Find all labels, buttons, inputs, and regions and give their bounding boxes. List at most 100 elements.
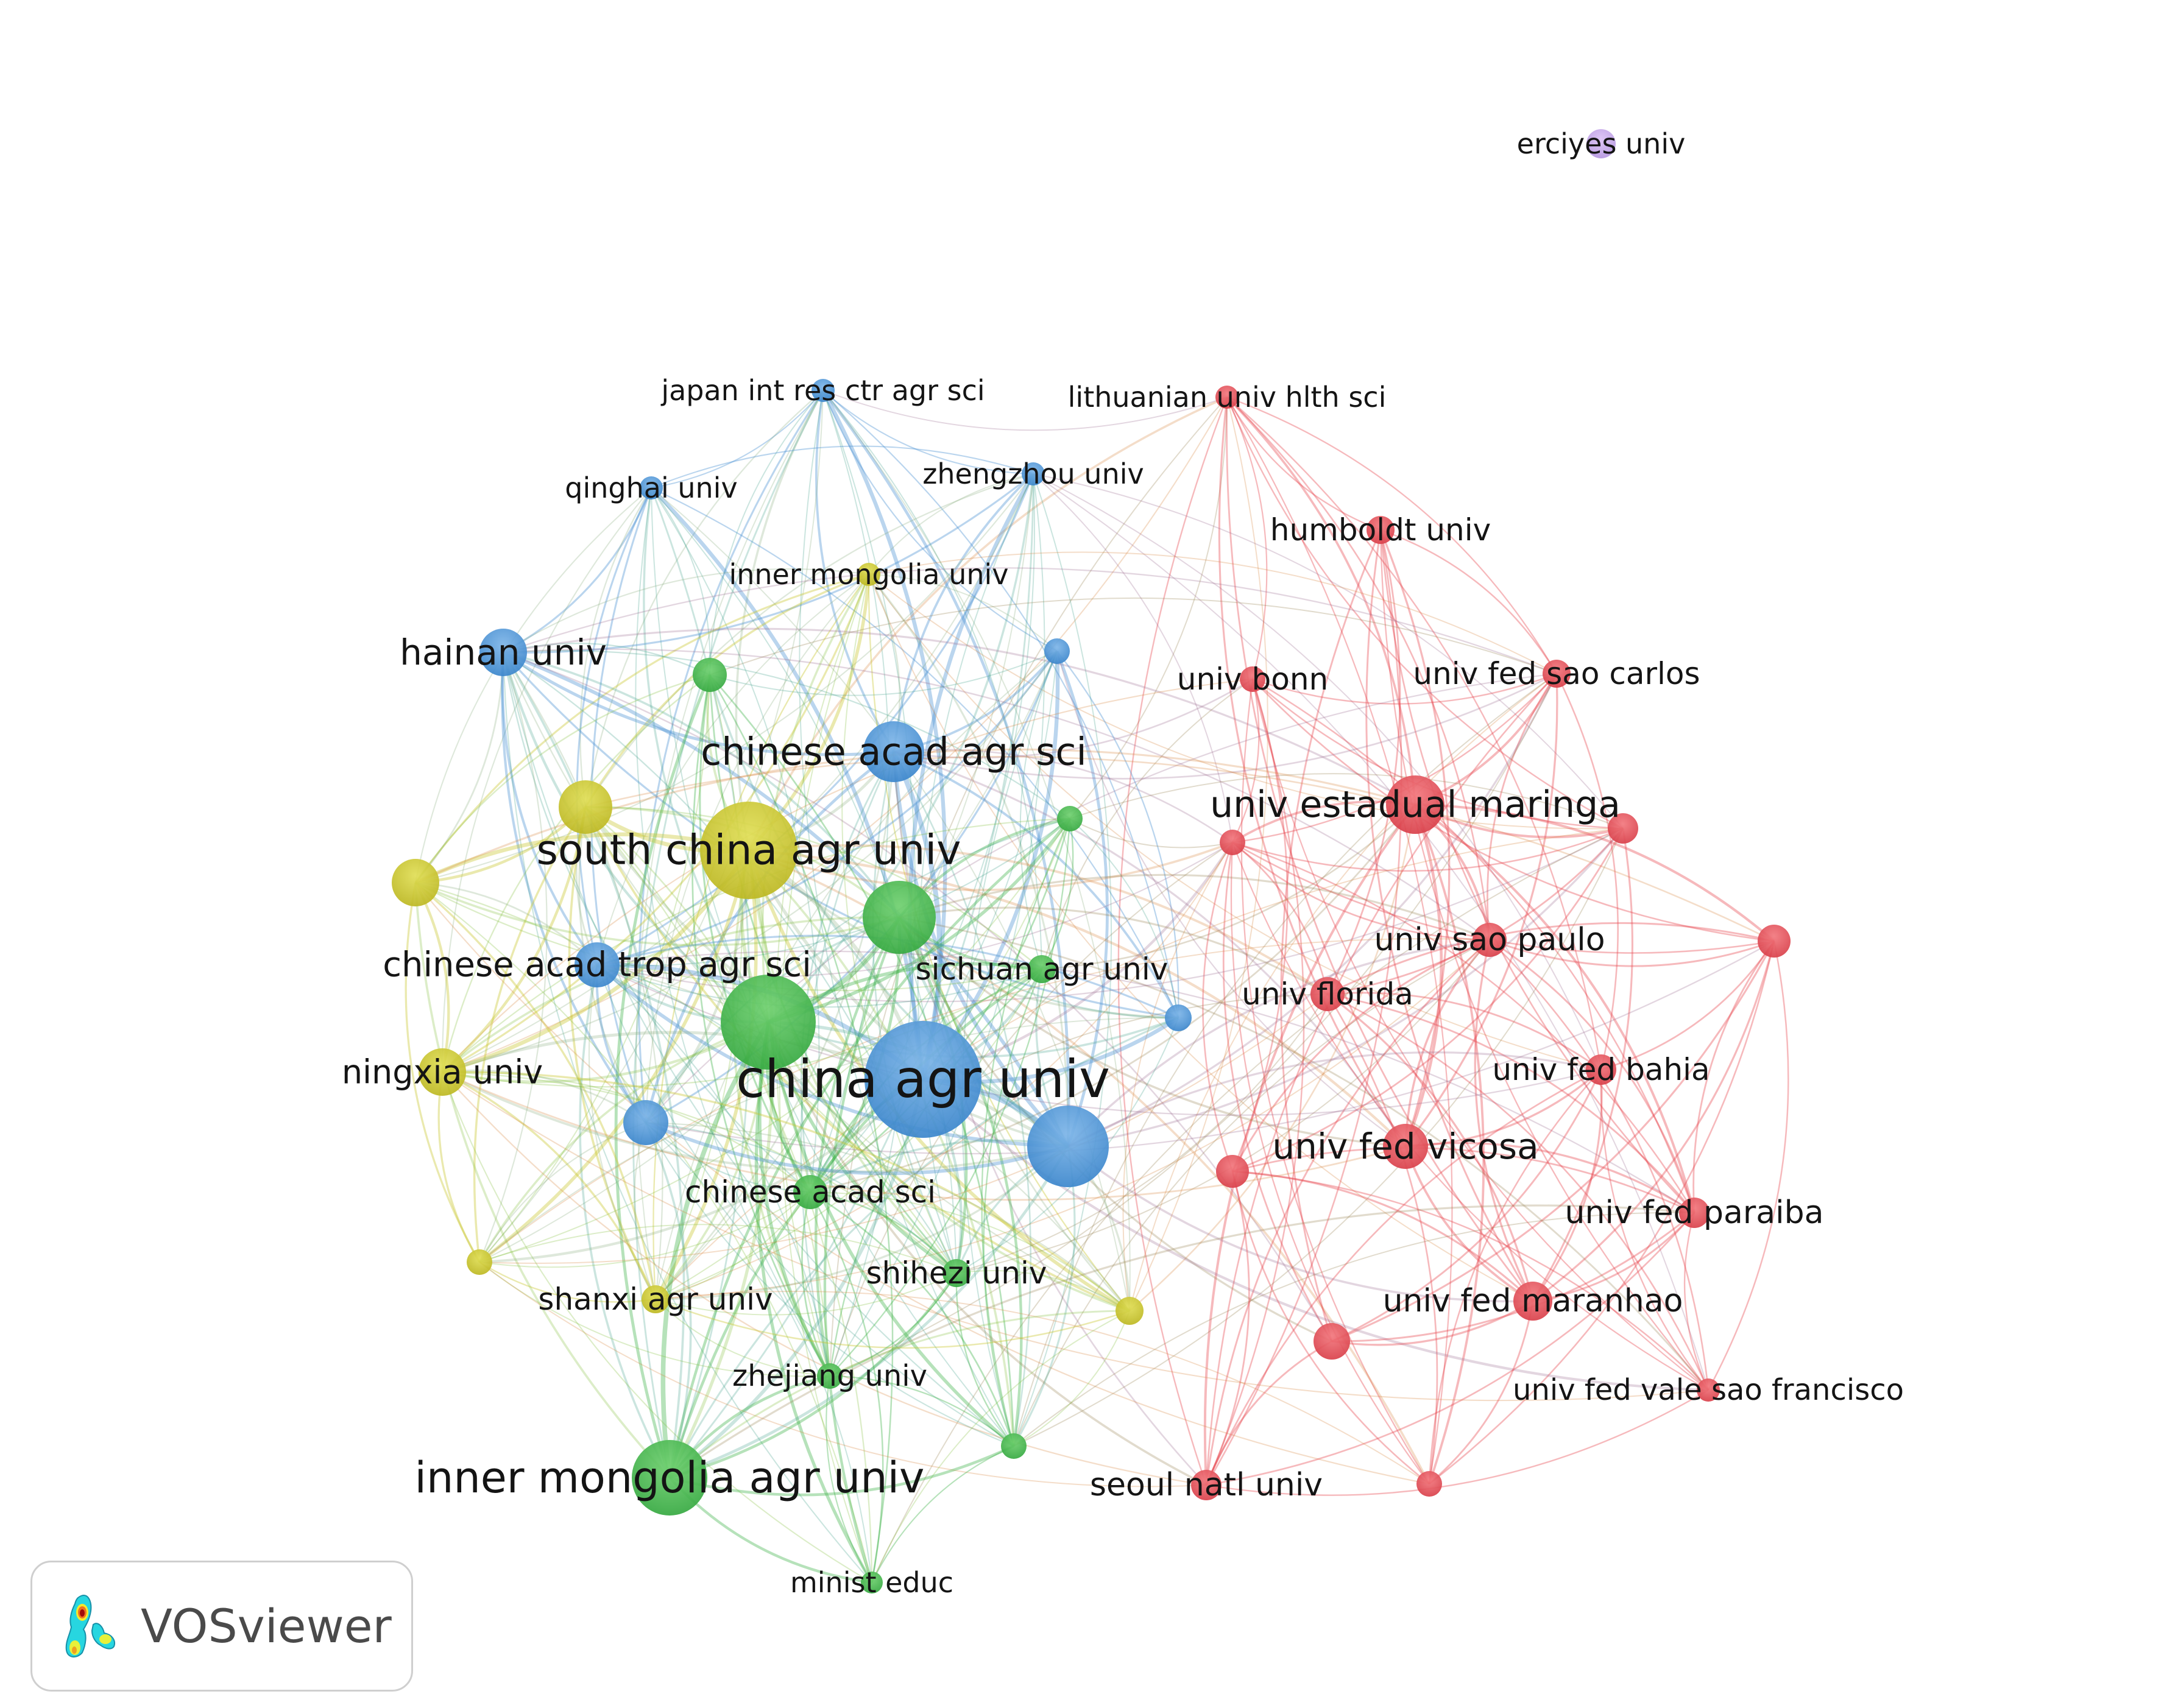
- node-sichuan[interactable]: [1028, 955, 1056, 983]
- node-japan[interactable]: [812, 379, 835, 402]
- node-label-imau[interactable]: inner mongolia agr univ: [415, 1453, 925, 1503]
- node-zhengzhou[interactable]: [1022, 462, 1045, 485]
- node-bahia[interactable]: [1586, 1054, 1616, 1085]
- node-label-maringa[interactable]: univ estadual maringa: [1210, 783, 1621, 826]
- node-g1[interactable]: [693, 658, 727, 692]
- node-g5[interactable]: [1001, 1433, 1027, 1459]
- node-label-cau[interactable]: china agr univ: [736, 1049, 1110, 1110]
- node-valesf[interactable]: [1697, 1378, 1720, 1402]
- node-hainan[interactable]: [479, 629, 527, 676]
- link-scau-shanxi: [654, 850, 758, 1300]
- node-label-scau[interactable]: south china agr univ: [537, 827, 961, 875]
- node-label-erciyes[interactable]: erciyes univ: [1517, 127, 1686, 160]
- node-zhejiang[interactable]: [817, 1363, 843, 1389]
- node-r2[interactable]: [1608, 813, 1638, 844]
- link-y3-zhejiang: [479, 1262, 830, 1377]
- node-shihezi[interactable]: [942, 1259, 971, 1287]
- node-label-florida[interactable]: univ florida: [1242, 976, 1413, 1012]
- node-label-catas[interactable]: chinese acad trop agr sci: [383, 945, 812, 985]
- node-maranhao[interactable]: [1513, 1282, 1552, 1321]
- node-g4[interactable]: [721, 975, 816, 1070]
- link-y1-y3: [473, 806, 587, 1263]
- node-florida[interactable]: [1310, 977, 1345, 1011]
- node-paraiba[interactable]: [1679, 1198, 1710, 1228]
- node-label-lithuanian[interactable]: lithuanian univ hlth sci: [1068, 381, 1387, 414]
- node-humboldt[interactable]: [1367, 516, 1395, 544]
- node-label-japan[interactable]: japan int res ctr agr sci: [660, 374, 985, 407]
- node-label-zhengzhou[interactable]: zhengzhou univ: [922, 457, 1144, 490]
- node-label-shihezi[interactable]: shihezi univ: [866, 1255, 1047, 1291]
- node-y2[interactable]: [392, 859, 439, 906]
- node-label-zhejiang[interactable]: zhejiang univ: [732, 1359, 927, 1393]
- node-minist[interactable]: [861, 1572, 883, 1593]
- link-saopaulo-paraiba: [1489, 939, 1695, 1213]
- node-g3[interactable]: [863, 881, 936, 954]
- link-g5-imau: [669, 1444, 1014, 1497]
- node-r1[interactable]: [1220, 830, 1245, 855]
- node-label-maranhao[interactable]: univ fed maranhao: [1383, 1283, 1683, 1319]
- node-g2[interactable]: [1057, 806, 1083, 831]
- node-label-qinghai[interactable]: qinghai univ: [565, 471, 737, 504]
- node-maringa[interactable]: [1386, 775, 1444, 834]
- node-cas[interactable]: [793, 1175, 827, 1209]
- link-g2-zhejiang: [829, 818, 1071, 1377]
- node-b1[interactable]: [1044, 638, 1070, 664]
- node-label-ningxia[interactable]: ningxia univ: [342, 1053, 543, 1092]
- node-shanxi[interactable]: [642, 1285, 670, 1313]
- node-b4[interactable]: [1027, 1106, 1109, 1187]
- node-scau[interactable]: [700, 802, 797, 899]
- node-imau[interactable]: [632, 1440, 707, 1516]
- node-qinghai[interactable]: [640, 476, 663, 499]
- node-label-paraiba[interactable]: univ fed paraiba: [1565, 1195, 1824, 1231]
- node-seoul[interactable]: [1191, 1470, 1222, 1500]
- node-y4[interactable]: [1116, 1297, 1144, 1325]
- link-lithuanian-r2: [1226, 397, 1624, 830]
- link-japan-imau: [632, 390, 824, 1478]
- node-label-innermongolia[interactable]: inner mongolia univ: [729, 558, 1008, 591]
- node-label-sichuan[interactable]: sichuan agr univ: [916, 951, 1169, 987]
- node-y3[interactable]: [467, 1249, 492, 1275]
- node-label-humboldt[interactable]: humboldt univ: [1270, 512, 1491, 548]
- node-b2[interactable]: [1165, 1004, 1192, 1031]
- link-scau-florida: [748, 844, 1329, 995]
- node-saopaulo[interactable]: [1473, 923, 1507, 957]
- node-r6[interactable]: [1416, 1471, 1442, 1497]
- link-humboldt-r5: [1280, 529, 1382, 1342]
- node-label-valesf[interactable]: univ fed vale sao francisco: [1513, 1373, 1904, 1407]
- node-label-saocarlos[interactable]: univ fed sao carlos: [1413, 656, 1700, 691]
- node-label-cas[interactable]: chinese acad sci: [685, 1174, 936, 1210]
- node-label-hainan[interactable]: hainan univ: [400, 632, 607, 673]
- node-b3[interactable]: [623, 1100, 668, 1145]
- link-innermongolia-catas: [596, 574, 869, 965]
- node-saocarlos[interactable]: [1543, 660, 1571, 688]
- node-r4[interactable]: [1216, 1155, 1249, 1188]
- node-caas[interactable]: [863, 721, 924, 782]
- node-label-seoul[interactable]: seoul natl univ: [1090, 1467, 1323, 1503]
- node-catas[interactable]: [575, 942, 620, 987]
- node-label-bonn[interactable]: univ bonn: [1177, 662, 1328, 697]
- node-innermongolia[interactable]: [857, 563, 880, 586]
- node-label-bahia[interactable]: univ fed bahia: [1492, 1052, 1710, 1087]
- link-maringa-paraiba: [1414, 803, 1695, 1213]
- node-label-shanxi[interactable]: shanxi agr univ: [538, 1282, 773, 1317]
- link-japan-b1: [822, 390, 1058, 652]
- node-erciyes[interactable]: [1586, 129, 1616, 158]
- node-ningxia[interactable]: [419, 1048, 466, 1096]
- link-scau-y3: [478, 850, 751, 1264]
- node-label-minist[interactable]: minist educ: [790, 1566, 953, 1599]
- link-saopaulo-r4: [1231, 939, 1490, 1172]
- link-japan-lithuanian: [822, 390, 1228, 431]
- node-lithuanian[interactable]: [1215, 386, 1239, 409]
- node-label-vicosa[interactable]: univ fed vicosa: [1272, 1126, 1538, 1167]
- link-humboldt-maranhao: [1365, 529, 1534, 1302]
- node-r5[interactable]: [1314, 1323, 1350, 1360]
- node-bonn[interactable]: [1240, 666, 1265, 692]
- node-y1[interactable]: [559, 780, 612, 834]
- node-cau[interactable]: [865, 1021, 981, 1138]
- node-label-saopaulo[interactable]: univ sao paulo: [1374, 922, 1605, 958]
- node-label-caas[interactable]: chinese acad agr sci: [701, 730, 1087, 774]
- node-vicosa[interactable]: [1383, 1124, 1428, 1169]
- link-zhengzhou-imau: [668, 473, 1034, 1478]
- node-r3[interactable]: [1758, 925, 1791, 958]
